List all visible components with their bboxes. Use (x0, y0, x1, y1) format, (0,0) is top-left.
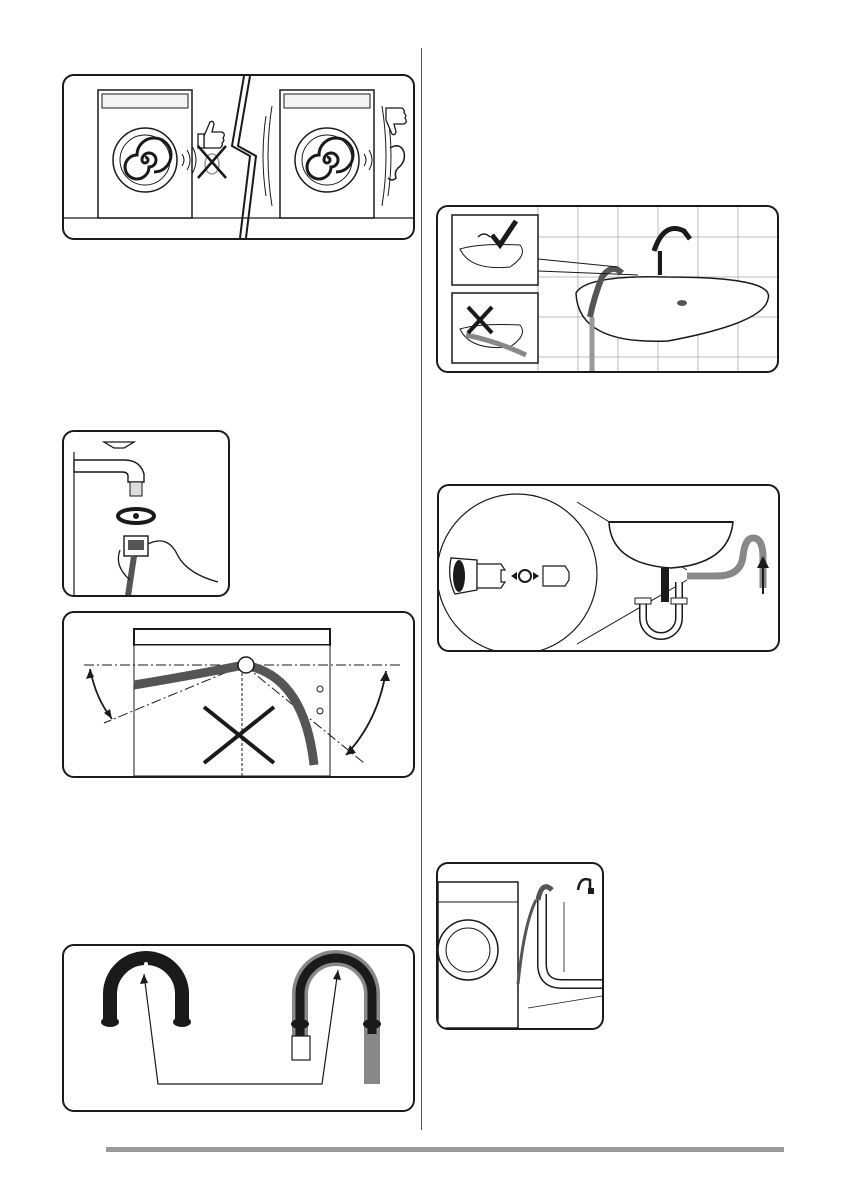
figure-tap-connection (62, 430, 230, 597)
angle-arrow-icon (346, 671, 390, 755)
washing-machine-icon (263, 90, 391, 218)
angle-arrow-icon (86, 669, 112, 719)
hose-guide-illustration (64, 946, 413, 1110)
rotate-arrow-icon (118, 509, 154, 523)
figure-hose-guide (62, 944, 415, 1112)
tap-icon (74, 442, 144, 496)
basin-hose-illustration (438, 207, 777, 371)
sink-trap-illustration (439, 486, 778, 650)
thumbs-down-icon (386, 108, 406, 135)
inset-wrong (452, 293, 538, 363)
column-divider (421, 48, 422, 1130)
inset-correct (452, 215, 538, 285)
trap-icon (635, 568, 687, 636)
washing-machine-icon (98, 90, 196, 218)
figure-standpipe (436, 862, 604, 1030)
figure-machine-level (62, 74, 415, 240)
standpipe-illustration (438, 864, 602, 1028)
up-arrow-icon (757, 556, 769, 594)
hose-angle-illustration (64, 613, 413, 776)
standpipe-icon (538, 887, 602, 984)
tap-icon (578, 879, 594, 894)
washing-machine-icon (438, 882, 518, 1028)
thumbs-up-icon (198, 121, 224, 148)
figure-sink-trap (437, 484, 780, 652)
cross-icon (198, 146, 226, 178)
tap-connection-illustration (64, 432, 228, 595)
hose-connector-icon (124, 536, 148, 595)
footer-rule (106, 1147, 784, 1152)
figure-basin-hose (436, 205, 779, 373)
machine-level-illustration (64, 76, 413, 238)
basin-icon (609, 522, 733, 568)
basin-icon (576, 229, 769, 342)
figure-hose-angle (62, 611, 415, 778)
